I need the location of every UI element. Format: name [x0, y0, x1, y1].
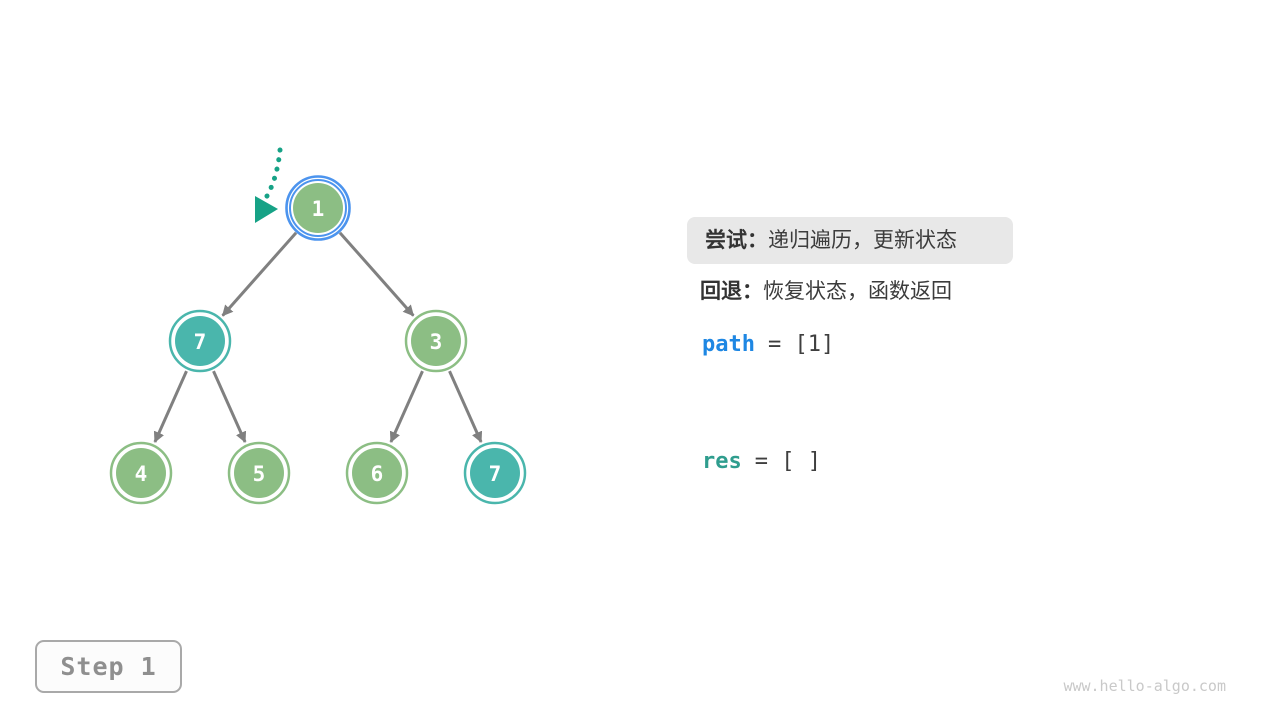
node-value: 1	[312, 197, 325, 221]
tree-node-7-right: 7	[463, 441, 527, 505]
node-circle	[175, 316, 225, 366]
highlight-ring-inner	[289, 179, 347, 237]
step-badge-label: Step 1	[60, 652, 157, 681]
try-note-highlighted: 尝试：递归遍历，更新状态	[687, 217, 1013, 264]
try-note-text: 递归遍历，更新状态	[768, 229, 957, 252]
watermark: www.hello-algo.com	[1063, 677, 1226, 695]
node-value: 5	[253, 462, 266, 486]
pointer-dotted-trail	[261, 147, 283, 204]
path-variable-line: path = [1]	[702, 332, 834, 357]
node-circle	[470, 448, 520, 498]
node-ring	[109, 441, 173, 505]
node-ring	[404, 309, 468, 373]
tree-node-3: 3	[404, 309, 468, 373]
path-value: = [1]	[767, 332, 835, 357]
node-ring	[227, 441, 291, 505]
tree-node-6: 6	[345, 441, 409, 505]
node-value: 3	[430, 330, 443, 354]
res-value: = [ ]	[754, 449, 821, 474]
step-badge: Step 1	[35, 640, 182, 693]
tree-edge-7-4	[153, 370, 188, 443]
tree-edges	[153, 231, 483, 443]
backtrack-note-label: 回退：	[700, 280, 763, 303]
binary-tree-diagram: 1 7 3 4 5 6	[109, 147, 527, 505]
tree-edge-3-7	[448, 370, 483, 443]
node-circle	[293, 183, 343, 233]
node-value: 7	[489, 462, 502, 486]
tree-edge-1-3	[338, 231, 415, 317]
tree-node-7-left: 7	[168, 309, 232, 373]
highlight-ring-outer	[285, 175, 351, 241]
node-ring	[345, 441, 409, 505]
backtrack-note-text: 恢复状态，函数返回	[763, 280, 952, 303]
backtrack-note: 回退：恢复状态，函数返回	[700, 270, 952, 314]
node-circle	[411, 316, 461, 366]
tree-node-5: 5	[227, 441, 291, 505]
node-circle	[234, 448, 284, 498]
node-value: 6	[371, 462, 384, 486]
pointer-arrowhead-icon	[255, 196, 278, 223]
node-value: 4	[135, 462, 148, 486]
tree-node-1-current: 1	[285, 175, 351, 241]
res-variable-line: res = [ ]	[702, 449, 821, 474]
tree-node-4: 4	[109, 441, 173, 505]
try-note-label: 尝试：	[705, 229, 768, 252]
res-keyword: res	[702, 449, 742, 474]
node-ring	[168, 309, 232, 373]
current-node-pointer-arrow-icon	[255, 147, 283, 223]
tree-edge-3-6	[389, 370, 424, 443]
tree-edge-7-5	[212, 370, 247, 443]
node-ring	[463, 441, 527, 505]
node-circle	[116, 448, 166, 498]
node-value: 7	[194, 330, 207, 354]
path-keyword: path	[702, 332, 755, 357]
node-circle	[352, 448, 402, 498]
tree-edge-1-7	[221, 231, 298, 317]
